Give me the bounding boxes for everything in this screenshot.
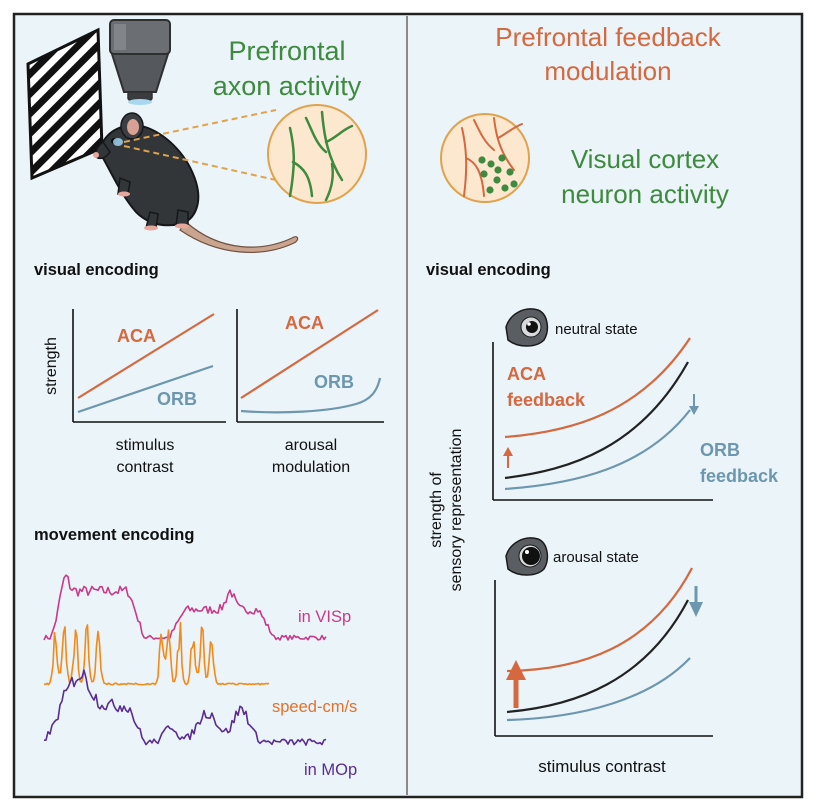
right-title-line2: modulation: [544, 56, 671, 86]
movement-traces: in VISp speed-cm/s in MOp: [43, 574, 357, 779]
neuron-dots: [478, 154, 518, 194]
plot1-x-label-line1: stimulus: [116, 437, 175, 454]
top-aca-label-line2: feedback: [507, 390, 586, 410]
right-title-line1: Prefrontal feedback: [495, 22, 721, 52]
left-visual-encoding-heading: visual encoding: [34, 261, 159, 279]
right-visual-encoding-heading: visual encoding: [426, 261, 551, 279]
axon-zoom-callout: [123, 104, 367, 204]
top-plot-orb-curve: [504, 409, 691, 491]
right-subtitle-line1: Visual cortex: [571, 144, 719, 174]
plot-neutral-state: neutral state ACA feedback ORB feedback: [492, 308, 779, 501]
top-orb-down-arrow: [689, 394, 699, 415]
right-x-label: stimulus contrast: [538, 757, 666, 776]
visual-cortex-circle-icon: [440, 113, 530, 203]
plot1-aca-line: [77, 313, 215, 399]
outer-frame: [12, 12, 804, 799]
trace-mop: [43, 669, 327, 746]
bottom-orb-down-arrow: [689, 586, 703, 617]
trace-visp: [43, 574, 327, 641]
plot2-x-label-line2: modulation: [272, 459, 350, 476]
microscope-objective-icon: [109, 19, 171, 105]
arousal-state-label: arousal state: [553, 549, 639, 566]
bottom-plot-orb-curve: [506, 657, 691, 722]
top-plot-neutral-curve: [504, 361, 689, 480]
bottom-plot-neutral-curve: [506, 599, 689, 714]
left-title-line2: axon activity: [213, 71, 362, 101]
plot-stimulus-contrast: ACA ORB strength stimulus contrast: [43, 309, 226, 476]
top-aca-up-arrow: [503, 447, 513, 468]
plot1-x-label-line2: contrast: [117, 459, 174, 476]
right-subtitle-line2: neuron activity: [561, 179, 729, 209]
trace-label-speed: speed-cm/s: [272, 698, 357, 716]
top-aca-label-line1: ACA: [507, 364, 546, 384]
axon-branches: [288, 110, 354, 202]
right-y-label-line1: strength of: [428, 472, 445, 548]
top-orb-label-line1: ORB: [700, 440, 740, 460]
bottom-aca-up-arrow: [506, 660, 526, 708]
left-panel: Prefrontal axon activity visual encoding…: [26, 19, 384, 779]
left-title-line1: Prefrontal: [228, 36, 345, 66]
plot2-orb-curve: [240, 377, 382, 414]
neutral-state-label: neutral state: [555, 321, 638, 338]
eye-icon-arousal: [505, 537, 549, 576]
top-plot-aca-curve: [504, 337, 691, 439]
right-panel: Prefrontal feedback modulation Visual co…: [426, 22, 779, 776]
trace-label-mop: in MOp: [304, 761, 357, 779]
plot-arousal-state: arousal state: [494, 537, 713, 737]
plot1-orb-label: ORB: [157, 389, 197, 409]
plot-arousal-modulation: ACA ORB arousal modulation: [236, 309, 384, 476]
trace-label-visp: in VISp: [298, 608, 351, 626]
plot2-aca-line: [240, 309, 379, 399]
bottom-plot-aca-curve: [506, 567, 693, 673]
plot2-aca-label: ACA: [285, 313, 324, 333]
eye-icon-neutral: [505, 308, 549, 347]
plot1-y-label: strength: [43, 337, 60, 395]
trace-speed: [43, 621, 270, 686]
mouse-icon: [93, 112, 299, 253]
plot1-orb-line: [77, 364, 214, 414]
plot2-orb-label: ORB: [314, 372, 354, 392]
movement-encoding-heading: movement encoding: [34, 526, 194, 544]
plot1-aca-label: ACA: [117, 326, 156, 346]
plot2-x-label-line1: arousal: [285, 437, 337, 454]
top-orb-label-line2: feedback: [700, 466, 779, 486]
right-y-label-line2: sensory representation: [448, 429, 465, 592]
